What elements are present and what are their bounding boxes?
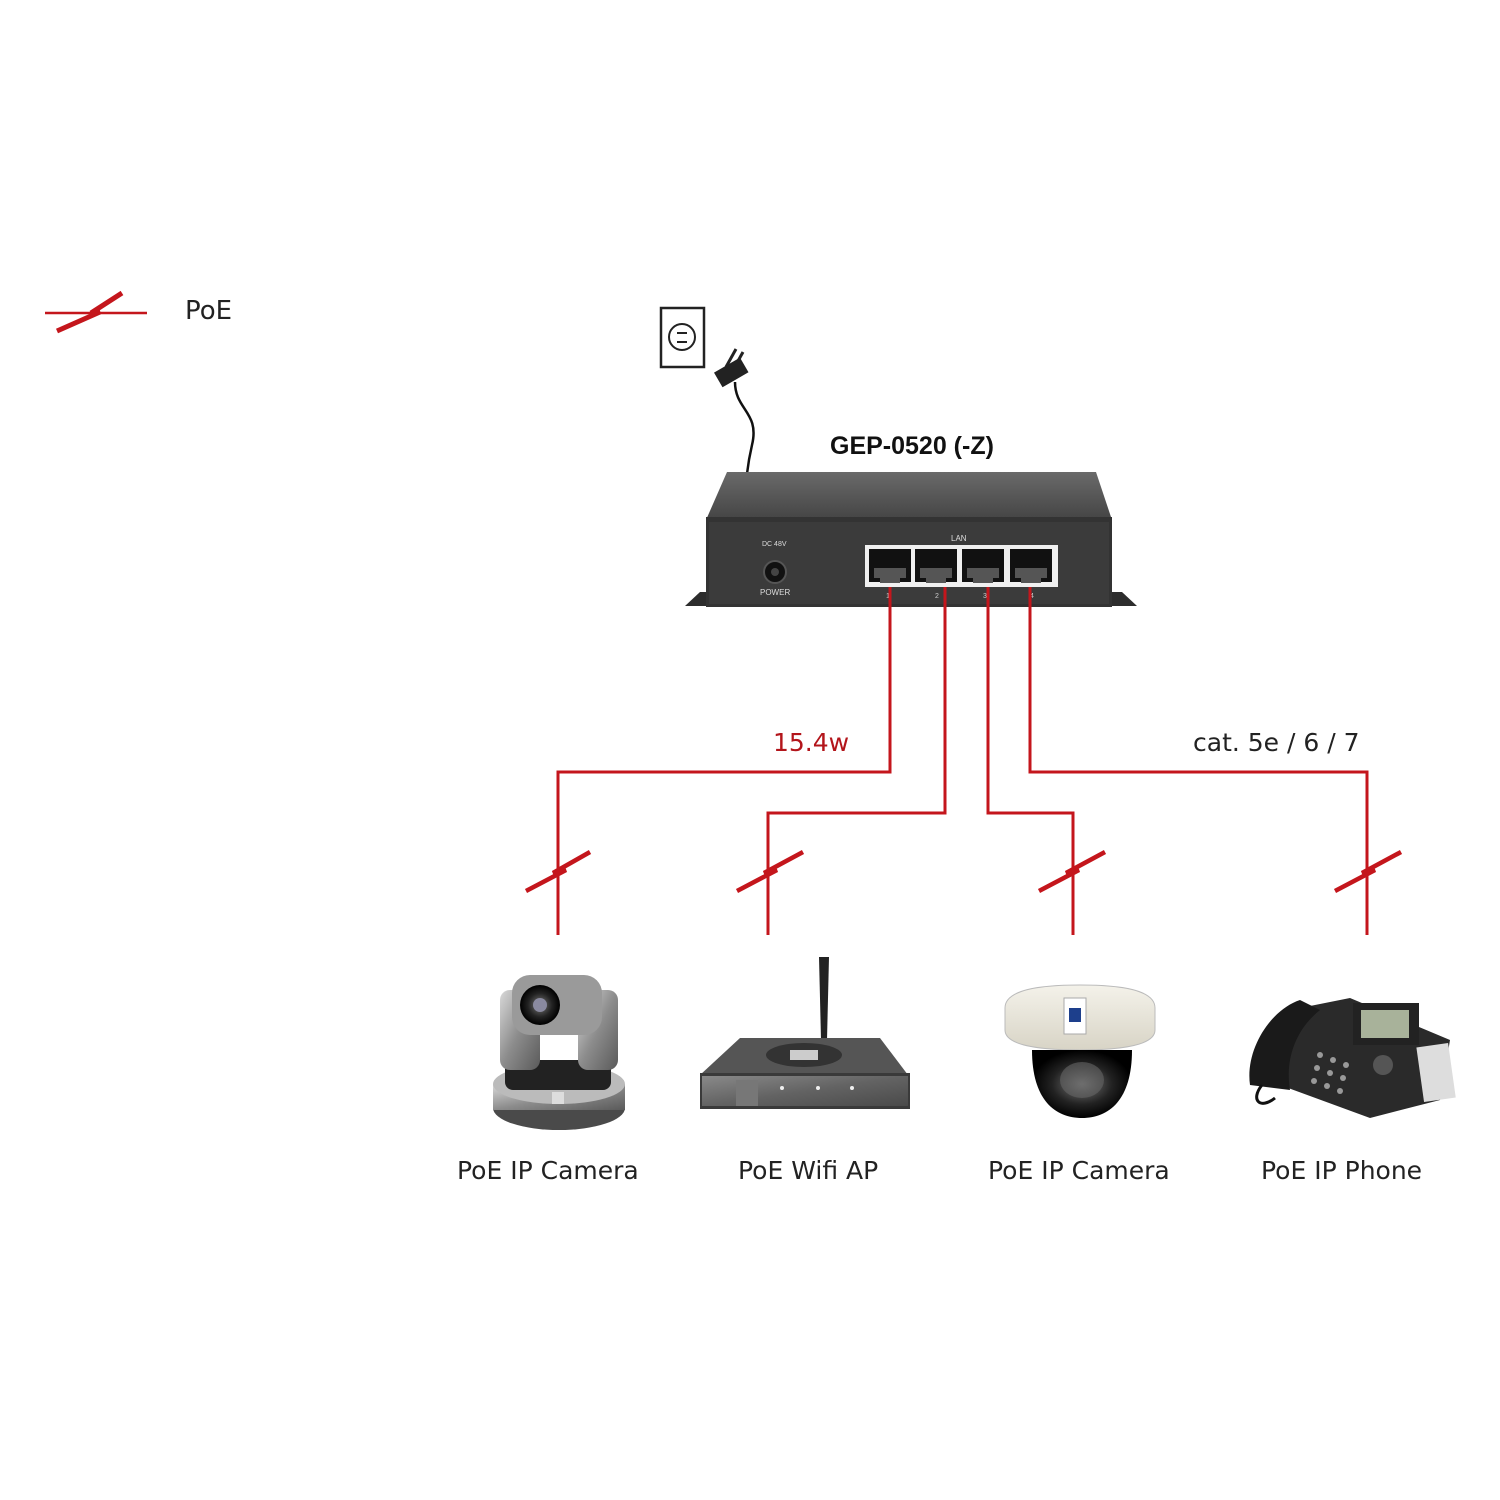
switch-model-label: GEP-0520 (-Z) [830,432,994,460]
switch-bracket-right [1110,592,1137,606]
device-label-ptz-camera: PoE IP Camera [457,1156,639,1185]
lan-port-2 [915,549,957,583]
lan-label: LAN [951,534,967,543]
wattage-annotation: 15.4w [773,728,850,757]
poe-lightning-icon [1037,850,1107,893]
device-label-ip-phone: PoE IP Phone [1261,1156,1423,1185]
poe-cable-1 [556,587,892,935]
ip-phone-icon [1249,998,1456,1118]
lan-port-1 [869,549,911,583]
poe-switch: 2 3 1 4 [685,472,1137,607]
legend-poe [45,290,147,334]
poe-lightning-icon [735,850,805,893]
wall-outlet-icon [659,306,706,369]
poe-cable-4 [1028,587,1369,935]
wifi-ap-icon [700,957,910,1109]
switch-top [706,472,1112,520]
poe-lightning-icon [45,290,147,334]
switch-bracket-left [685,592,712,606]
dome-camera-icon [1004,984,1156,1118]
poe-cable-2 [766,587,947,935]
lan-port-3 [962,549,1004,583]
port-number-3: 3 [983,593,987,600]
poe-lightning-icon [1333,850,1403,893]
dc-input-label: DC 48V [762,541,787,548]
port-number-1: 1 [886,593,890,600]
ptz-camera-icon [493,975,625,1130]
device-label-dome-camera: PoE IP Camera [988,1156,1170,1185]
port-number-4: 4 [1030,593,1034,600]
poe-marks [524,850,1403,893]
lan-port-4 [1010,549,1052,583]
port-number-2: 2 [935,593,939,600]
poe-cables [556,587,1369,935]
poe-lightning-icon [524,850,592,893]
device-label-wifi-ap: PoE Wifi AP [738,1156,879,1185]
legend-poe-label: PoE [185,296,233,326]
power-port-label: POWER [760,588,791,597]
cable-type-annotation: cat. 5e / 6 / 7 [1193,728,1360,757]
